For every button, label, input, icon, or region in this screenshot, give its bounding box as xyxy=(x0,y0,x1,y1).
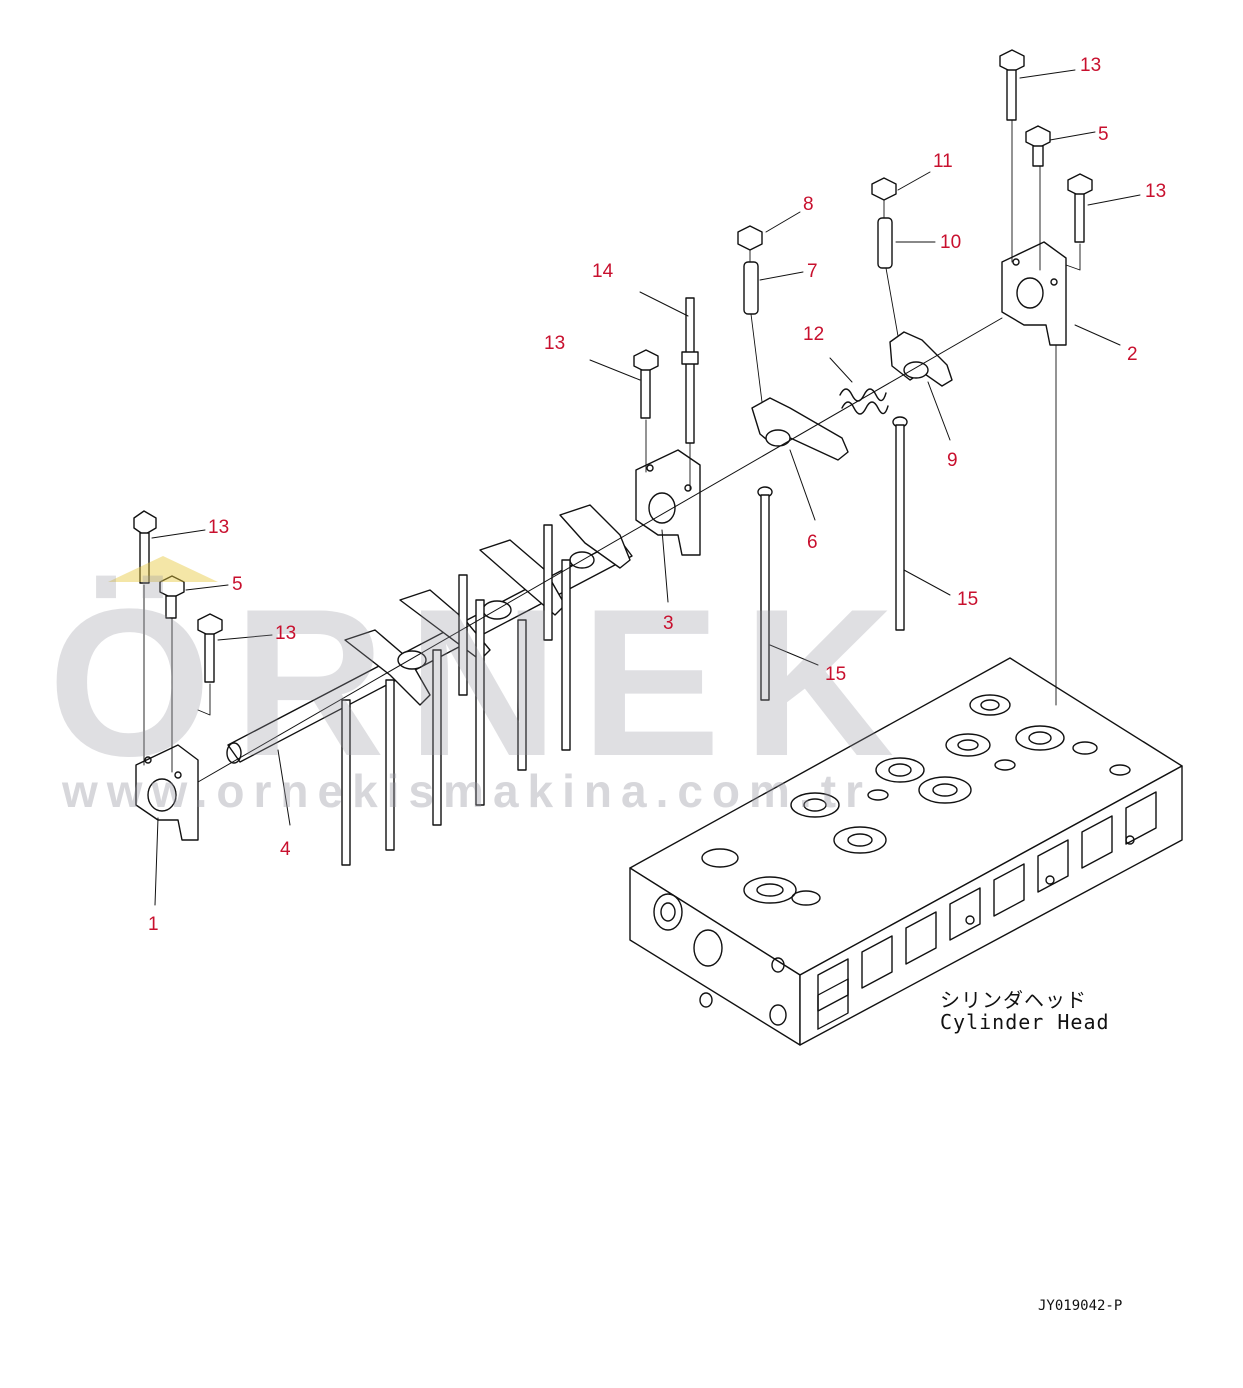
callout-5-left: 5 xyxy=(232,574,243,595)
bolt-13-middle xyxy=(633,349,659,419)
rocker-bracket-3 xyxy=(635,449,701,556)
callout-7: 7 xyxy=(807,261,818,282)
spring-12 xyxy=(839,388,889,415)
callout-15-center: 15 xyxy=(825,664,847,685)
bolt-5-right xyxy=(1025,125,1051,167)
cylinder-head xyxy=(629,657,1183,1046)
bolt-13-left-lower xyxy=(197,613,223,683)
bolt-5-left xyxy=(159,575,185,619)
bolt-13-left-top xyxy=(133,510,157,584)
rocker-shaft xyxy=(226,539,633,764)
callout-4: 4 xyxy=(280,839,291,860)
callout-9: 9 xyxy=(947,450,958,471)
callout-8: 8 xyxy=(803,194,814,215)
rocker-arm-9 xyxy=(889,331,953,387)
callout-2: 2 xyxy=(1127,344,1138,365)
assembly-lines xyxy=(143,119,1081,773)
push-rod-15-a xyxy=(757,486,773,701)
callout-13-left-lower: 13 xyxy=(275,623,297,644)
callout-12: 12 xyxy=(803,324,825,345)
bolt-13-right-lower xyxy=(1067,173,1093,243)
callout-11: 11 xyxy=(933,151,953,172)
nut-11 xyxy=(871,177,897,201)
callout-14: 14 xyxy=(592,261,614,282)
callout-6: 6 xyxy=(807,532,818,553)
adjust-screw-7 xyxy=(743,261,759,315)
stud-14 xyxy=(681,297,699,444)
callout-13-right-lower: 13 xyxy=(1145,181,1167,202)
nut-8 xyxy=(737,225,763,251)
callout-3: 3 xyxy=(663,613,674,634)
callout-10: 10 xyxy=(940,232,962,253)
cylinder-head-label-jp: シリンダヘッド xyxy=(940,988,1087,1012)
drawing-code: JY019042-P xyxy=(1038,1298,1123,1314)
callout-13-left-top: 13 xyxy=(208,517,230,538)
push-rod-15-b xyxy=(892,416,908,631)
bolt-13-right-top xyxy=(999,49,1025,121)
callout-13-middle: 13 xyxy=(544,333,566,354)
callout-15-right: 15 xyxy=(957,589,979,610)
callout-1: 1 xyxy=(148,914,159,935)
rocker-bracket-2 xyxy=(1001,241,1067,346)
rocker-arm-cluster xyxy=(344,504,631,706)
cylinder-head-label-en: Cylinder Head xyxy=(940,1010,1110,1034)
callout-13-right-top: 13 xyxy=(1080,55,1102,76)
callout-5-right: 5 xyxy=(1098,124,1109,145)
adjust-screw-10 xyxy=(877,217,893,269)
rocker-bracket-1 xyxy=(135,744,199,841)
push-rods-installed xyxy=(341,524,571,866)
leader-lines xyxy=(151,69,1141,906)
rocker-arm-6 xyxy=(751,397,849,461)
